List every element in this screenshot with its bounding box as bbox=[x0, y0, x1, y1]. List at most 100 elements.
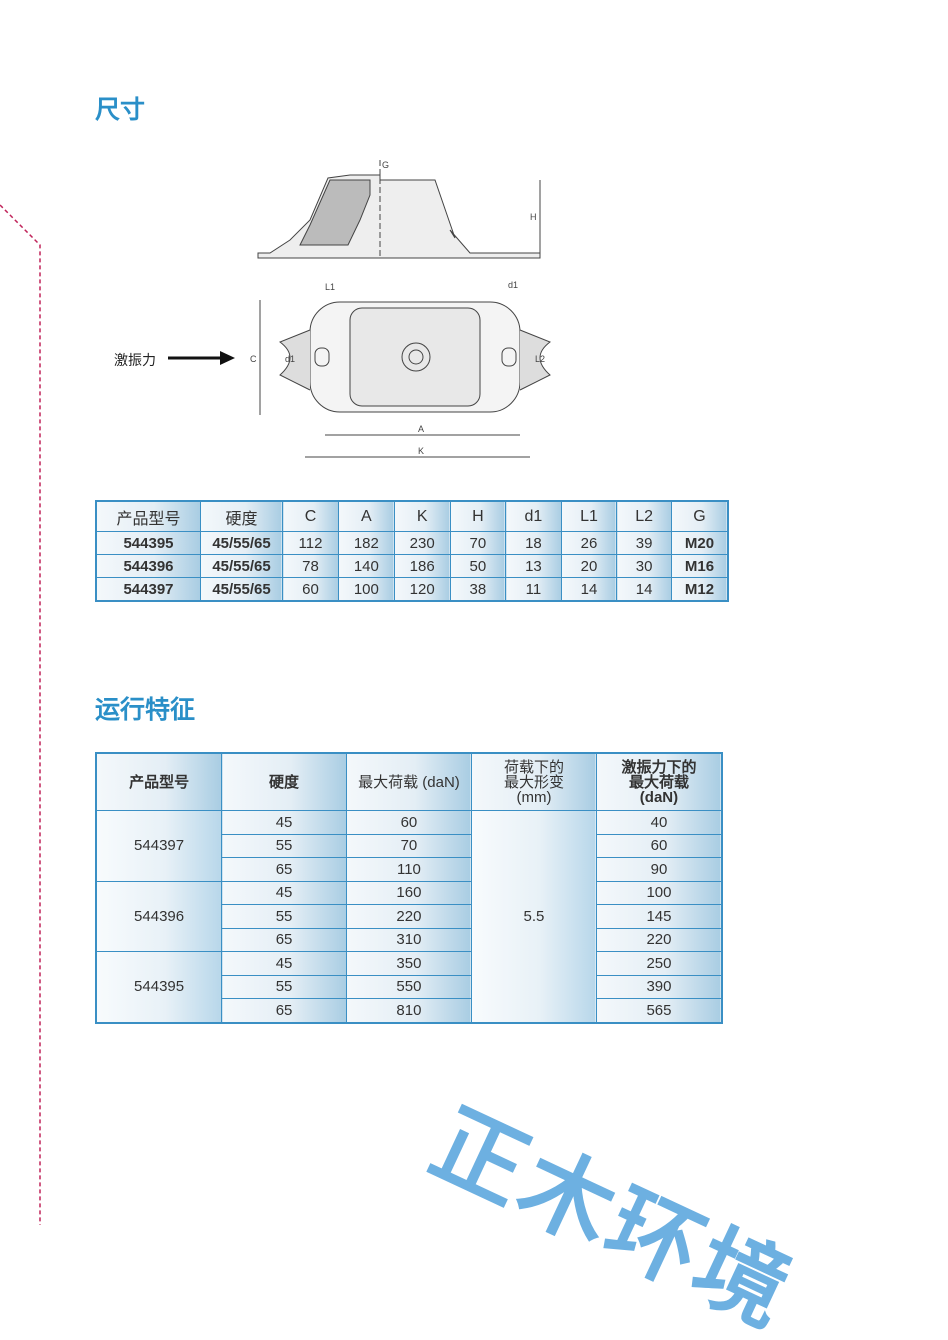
svg-text:L1: L1 bbox=[325, 282, 335, 292]
table-cell: 45 bbox=[221, 951, 347, 976]
table-cell: 60 bbox=[595, 833, 723, 858]
table-cell: 60 bbox=[345, 810, 472, 835]
table-cell: 390 bbox=[595, 974, 723, 999]
table-cell: 100 bbox=[337, 577, 395, 602]
table-cell: 14 bbox=[560, 577, 618, 602]
product-drawing: H C A K L1 d1 d1 L2 G bbox=[250, 160, 552, 458]
svg-text:K: K bbox=[418, 446, 424, 456]
table-cell: 70 bbox=[345, 833, 472, 858]
column-header: 产品型号 bbox=[95, 752, 223, 811]
column-header: H bbox=[449, 500, 507, 532]
watermark: 正木环境 bbox=[415, 1089, 810, 1340]
table-cell: 39 bbox=[616, 531, 672, 555]
table-cell: 18 bbox=[505, 531, 562, 555]
table-cell: 160 bbox=[345, 880, 472, 905]
column-header: G bbox=[670, 500, 729, 532]
performance-table: 产品型号硬度最大荷载 (daN)荷载下的 最大形变 (mm)激振力下的 最大荷载… bbox=[95, 752, 723, 1024]
svg-text:H: H bbox=[530, 212, 537, 222]
table-cell: 30 bbox=[616, 554, 672, 578]
table-cell: 14 bbox=[616, 577, 672, 602]
section-title-performance: 运行特征 bbox=[95, 696, 196, 724]
table-cell: 220 bbox=[595, 927, 723, 952]
table-cell: 544395 bbox=[95, 531, 201, 555]
table-cell: 100 bbox=[595, 880, 723, 905]
table-cell: 110 bbox=[345, 857, 472, 882]
table-cell: 250 bbox=[595, 951, 723, 976]
table-cell: 550 bbox=[345, 974, 472, 999]
svg-text:L2: L2 bbox=[535, 354, 545, 364]
table-cell: 70 bbox=[449, 531, 507, 555]
column-header: K bbox=[393, 500, 451, 532]
table-cell: 186 bbox=[393, 554, 451, 578]
column-header: d1 bbox=[505, 500, 562, 532]
table-cell: 112 bbox=[282, 531, 339, 555]
table-cell: 230 bbox=[393, 531, 451, 555]
svg-text:A: A bbox=[418, 424, 424, 434]
column-header: 激振力下的 最大荷载 (daN) bbox=[595, 752, 723, 811]
column-header: 荷载下的 最大形变 (mm) bbox=[470, 752, 597, 811]
table-cell: 65 bbox=[221, 998, 347, 1023]
table-cell: 11 bbox=[505, 577, 562, 602]
table-cell: 45/55/65 bbox=[199, 554, 284, 578]
table-cell: 45 bbox=[221, 880, 347, 905]
table-cell: 310 bbox=[345, 927, 472, 952]
table-cell: 145 bbox=[595, 904, 723, 929]
table-cell: 45/55/65 bbox=[199, 577, 284, 602]
table-cell: 182 bbox=[337, 531, 395, 555]
table-cell: 65 bbox=[221, 927, 347, 952]
column-header: 硬度 bbox=[221, 752, 347, 811]
column-header: L1 bbox=[560, 500, 618, 532]
column-header: 硬度 bbox=[199, 500, 284, 532]
table-cell: 60 bbox=[282, 577, 339, 602]
table-cell: M16 bbox=[670, 554, 729, 578]
table-cell: 50 bbox=[449, 554, 507, 578]
section-title-dimensions: 尺寸 bbox=[95, 96, 146, 124]
table-cell: 544396 bbox=[95, 554, 201, 578]
table-cell: 55 bbox=[221, 833, 347, 858]
model-cell: 544397 bbox=[95, 810, 223, 882]
table-cell: 565 bbox=[595, 998, 723, 1023]
table-cell: 350 bbox=[345, 951, 472, 976]
arrow-right-icon bbox=[168, 351, 235, 365]
margin-dashed-line bbox=[0, 204, 41, 1225]
table-header-row: 产品型号硬度最大荷载 (daN)荷载下的 最大形变 (mm)激振力下的 最大荷载… bbox=[95, 752, 723, 811]
model-cell: 544396 bbox=[95, 880, 223, 952]
column-header: 产品型号 bbox=[95, 500, 201, 532]
table-cell: 810 bbox=[345, 998, 472, 1023]
svg-text:C: C bbox=[250, 354, 257, 364]
table-cell: 220 bbox=[345, 904, 472, 929]
column-header: L2 bbox=[616, 500, 672, 532]
table-cell: 26 bbox=[560, 531, 618, 555]
table-cell: M20 bbox=[670, 531, 729, 555]
deformation-cell: 5.5 bbox=[470, 810, 597, 1023]
table-cell: 45 bbox=[221, 810, 347, 835]
column-header: A bbox=[337, 500, 395, 532]
table-cell: 45/55/65 bbox=[199, 531, 284, 555]
table-cell: 544397 bbox=[95, 577, 201, 602]
table-cell: 140 bbox=[337, 554, 395, 578]
column-header: 最大荷载 (daN) bbox=[345, 752, 472, 811]
table-cell: 13 bbox=[505, 554, 562, 578]
force-label: 激振力 bbox=[114, 352, 156, 368]
table-cell: 38 bbox=[449, 577, 507, 602]
table-cell: 90 bbox=[595, 857, 723, 882]
table-cell: 65 bbox=[221, 857, 347, 882]
table-cell: 78 bbox=[282, 554, 339, 578]
svg-text:d1: d1 bbox=[508, 280, 518, 290]
svg-text:G: G bbox=[382, 160, 389, 170]
model-cell: 544395 bbox=[95, 951, 223, 1023]
table-cell: 55 bbox=[221, 904, 347, 929]
